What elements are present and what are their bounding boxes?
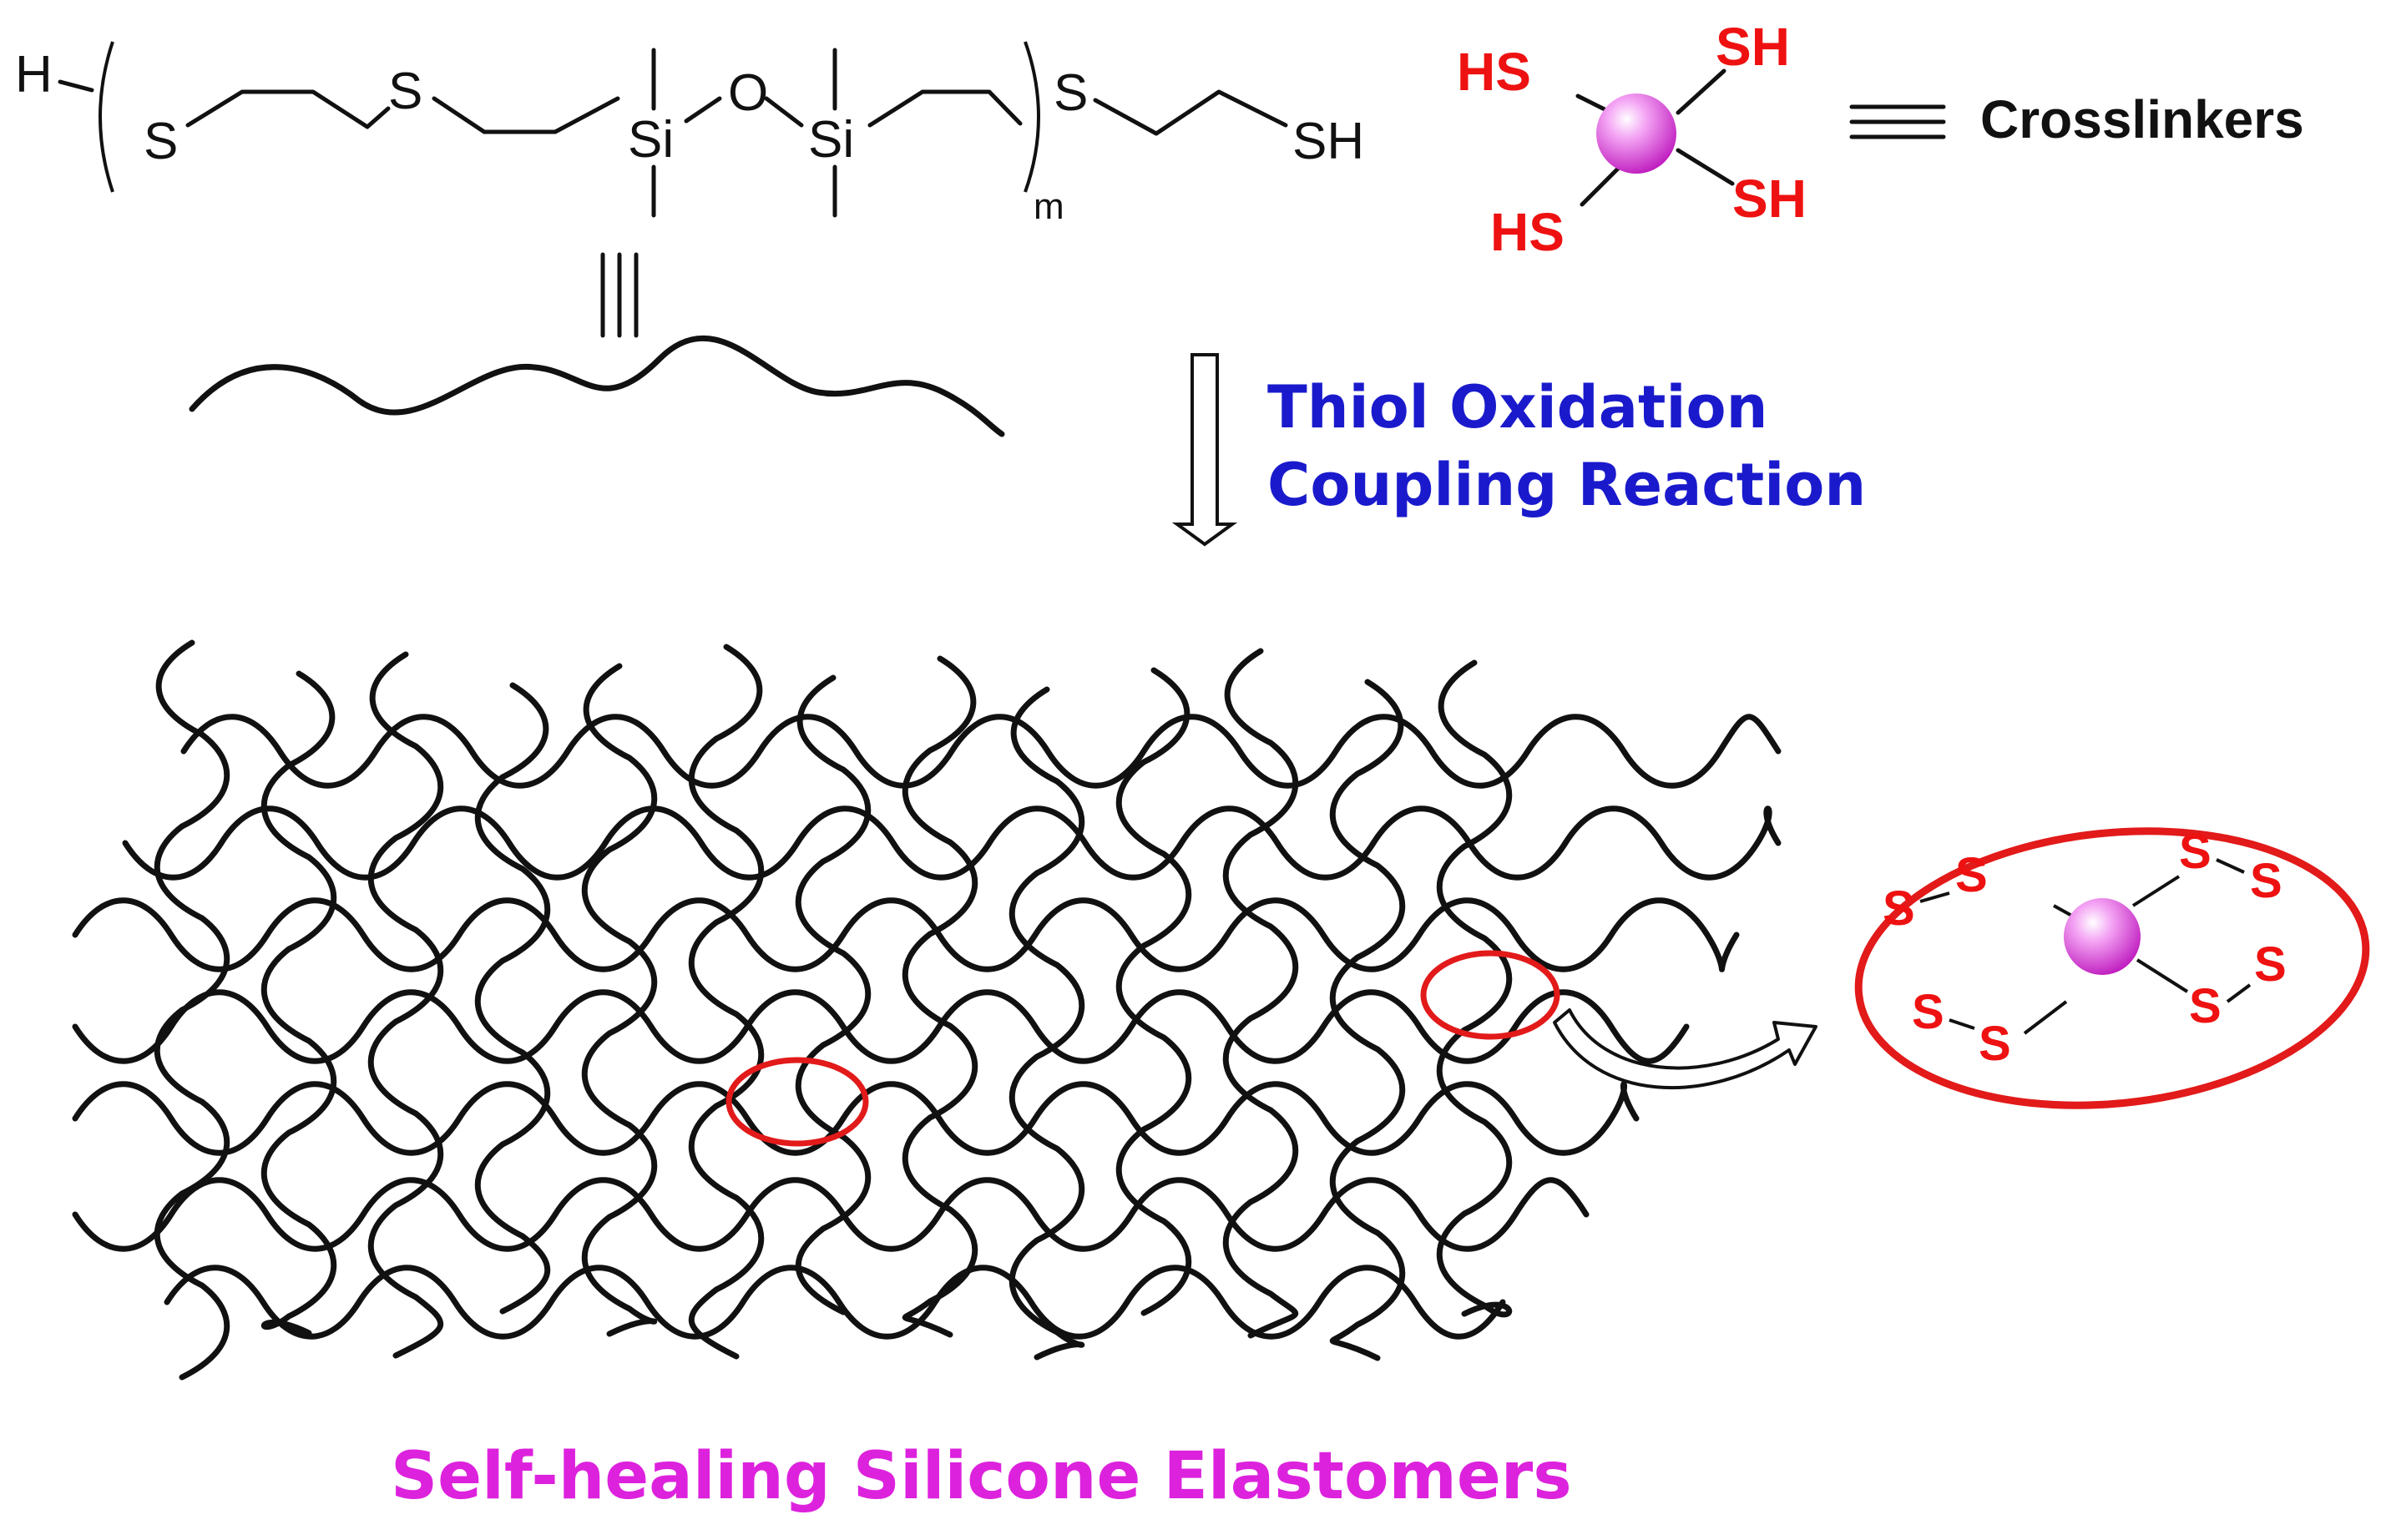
left-bracket: [99, 41, 114, 193]
ethylene-bridge-1: [185, 89, 391, 129]
thiol-end-group: SH: [1292, 113, 1364, 170]
network-strand-v: [1222, 648, 1299, 1339]
reaction-label-line-1: Thiol Oxidation: [1267, 373, 1767, 442]
network-strand-h: [122, 805, 1782, 881]
network-strand-h: [72, 1081, 1640, 1156]
monomer-structure: H S S Si O Si m S SH: [15, 41, 1364, 227]
ethylene-bridge-4: [1093, 89, 1288, 136]
ss-1-atom-a: S: [1883, 881, 1915, 936]
bond-top-right: [1676, 68, 1726, 115]
sulfur-atom-2: S: [388, 63, 422, 120]
thiol-group-top-right: SH: [1716, 17, 1790, 77]
ss-2-atom-b: S: [2250, 854, 2282, 908]
network-strand-v: [902, 655, 978, 1338]
network-strand-v: [1436, 659, 1513, 1318]
inset-core-sphere: [2064, 898, 2141, 975]
network-strand-v: [581, 663, 658, 1337]
ss-1-atom-b: S: [1955, 848, 1988, 902]
bond-bottom-right: [1676, 148, 1735, 186]
network-strand-v: [1009, 686, 1085, 1361]
network-strand-h: [72, 1177, 1590, 1252]
thiol-group-bottom-right: SH: [1732, 169, 1807, 229]
network-strand-h: [72, 989, 1690, 1064]
sulfur-atom-1: S: [144, 113, 178, 170]
equivalence-mark-vertical: [600, 252, 639, 338]
network-strand-h: [72, 897, 1740, 972]
crosslinker-molecule: HS SH HS SH: [1457, 17, 1807, 262]
si-o-bond-2: [764, 96, 804, 128]
network-strand-h: [180, 714, 1782, 789]
network-strand-v: [795, 674, 872, 1315]
network-strand-v: [154, 639, 230, 1381]
bond-bottom-left: [1580, 160, 1626, 207]
thiol-group-top-left: HS: [1457, 42, 1531, 102]
oxygen-atom: O: [728, 64, 768, 122]
ethylene-bridge-3: [867, 89, 1023, 128]
sulfur-atom-3: S: [1054, 64, 1088, 122]
reaction-label-line-2: Coupling Reaction: [1267, 451, 1866, 519]
highlight-ring-left: [725, 1057, 869, 1147]
ss-2-atom-a: S: [2179, 825, 2212, 879]
network-strand-v: [474, 682, 551, 1315]
reaction-arrow: [1171, 353, 1238, 547]
silicon-atom-2: Si: [808, 111, 854, 169]
polymer-chain-wavy: [189, 335, 1005, 437]
ss-4-atom-a: S: [2189, 979, 2222, 1033]
crosslinker-core-sphere: [1596, 93, 1676, 174]
crosslinker-legend-label: Crosslinkers: [1980, 89, 2304, 149]
highlight-ring-right: [1420, 950, 1560, 1040]
h-bond: [58, 79, 94, 93]
ss-4-atom-b: S: [2254, 937, 2287, 992]
equivalence-mark-horizontal: [1849, 104, 1946, 139]
h-atom: H: [15, 46, 53, 104]
network-strand-v: [1329, 679, 1406, 1361]
ethylene-bridge-2: [432, 96, 620, 134]
ss-3-atom-a: S: [1912, 985, 1944, 1039]
repeat-subscript: m: [1034, 186, 1064, 227]
network-strand-v: [260, 670, 337, 1336]
si-o-bond-1: [684, 96, 722, 124]
network-strand-v: [367, 651, 444, 1359]
right-bracket: [1024, 41, 1040, 193]
network-strand-h: [164, 1265, 1506, 1340]
network-strand-v: [688, 644, 765, 1360]
network-strand-v: [1115, 667, 1192, 1316]
crosslinked-network: [72, 639, 1782, 1381]
scheme-title: Self-healing Silicone Elastomers: [391, 1439, 1572, 1514]
disulfide-inset: S S S S S S S S: [1854, 825, 2370, 1109]
ss-3-atom-b: S: [1979, 1017, 2011, 1071]
thiol-group-bottom-left: HS: [1490, 202, 1565, 262]
silicon-atom-1: Si: [628, 111, 674, 169]
zoom-arrow: [1553, 1008, 1817, 1089]
